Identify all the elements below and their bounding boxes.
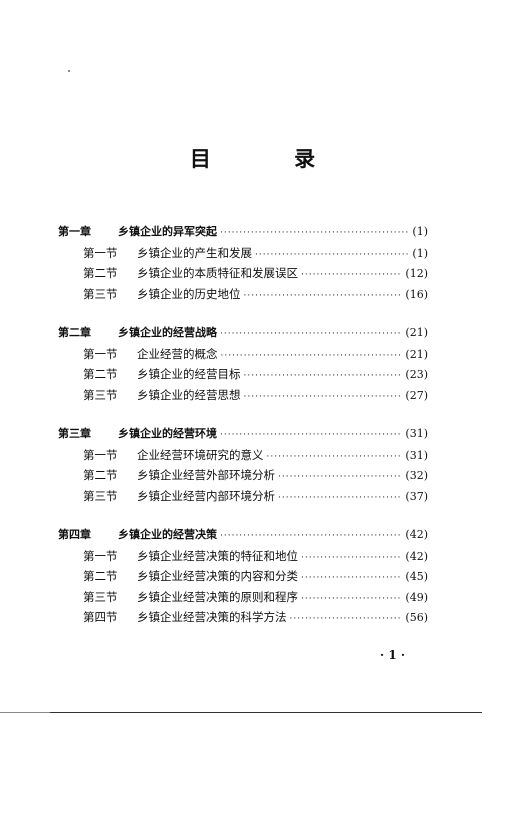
toc-section-row[interactable]: 第三节 乡镇企业经营内部环境分析 (37): [58, 486, 428, 507]
section-number: 第二节: [83, 266, 118, 280]
leader-dots: [220, 223, 409, 244]
chapter-title: 乡镇企业的经营环境: [118, 427, 217, 440]
page-number: (12): [405, 267, 428, 280]
leader-dots: [290, 609, 403, 630]
toc-section-row[interactable]: 第三节 乡镇企业经营决策的原则和程序 (49): [58, 587, 428, 608]
bottom-rule-faint: [0, 712, 50, 713]
leader-dots: [301, 589, 402, 610]
section-title: 乡镇企业经营内部环境分析: [137, 488, 275, 503]
chapter-title: 乡镇企业的异军突起: [118, 225, 217, 238]
toc-chapter: 第二章 乡镇企业的经营战略 (21) 第一节 企业经营的概念 (21) 第二节 …: [58, 323, 428, 405]
section-title: 乡镇企业的本质特征和发展误区: [137, 266, 298, 280]
page-number: (21): [405, 347, 428, 361]
section-title: 乡镇企业经营决策的科学方法: [137, 610, 287, 624]
section-number: 第一节: [83, 548, 118, 563]
page-folio: · 1 ·: [380, 648, 406, 662]
section-number: 第三节: [83, 286, 118, 301]
table-of-contents: 第一章 乡镇企业的异军突起 (1) 第一节 乡镇企业的产生和发展 (1) 第二节…: [58, 222, 428, 647]
leader-dots: [244, 387, 403, 408]
page-number: (27): [405, 388, 428, 402]
chapter-title: 乡镇企业的经营决策: [118, 528, 217, 541]
leader-dots: [255, 245, 409, 266]
toc-section-row[interactable]: 第二节 乡镇企业的本质特征和发展误区 (12): [58, 263, 428, 284]
section-title: 企业经营环境研究的意义: [137, 447, 264, 462]
page-title: 目 录: [189, 147, 354, 171]
toc-chapter: 第三章 乡镇企业的经营环境 (31) 第一节 企业经营环境研究的意义 (31) …: [58, 424, 428, 506]
page-number: (1): [412, 225, 428, 238]
section-number: 第一节: [83, 245, 118, 260]
leader-dots: [278, 467, 402, 488]
section-number: 第二节: [83, 367, 118, 381]
page-number: (49): [405, 590, 428, 604]
page-number: (31): [405, 448, 428, 462]
bottom-rule: [0, 712, 482, 713]
section-number: 第一节: [83, 346, 118, 361]
page-number: (56): [405, 611, 428, 624]
leader-dots: [301, 265, 402, 286]
page-number: (21): [405, 326, 428, 339]
page-number: (42): [405, 528, 428, 541]
toc-section-row[interactable]: 第三节 乡镇企业的经营思想 (27): [58, 385, 428, 406]
page-number: (31): [405, 427, 428, 440]
page-number: (37): [405, 489, 428, 503]
toc-chapter-row[interactable]: 第三章 乡镇企业的经营环境 (31): [58, 424, 428, 445]
chapter-number: 第二章: [58, 326, 91, 339]
toc-chapter: 第四章 乡镇企业的经营决策 (42) 第一节 乡镇企业经营决策的特征和地位 (4…: [58, 525, 428, 628]
section-title: 企业经营的概念: [137, 346, 218, 361]
chapter-title: 乡镇企业的经营战略: [118, 326, 217, 339]
leader-dots: [244, 286, 403, 307]
section-number: 第二节: [83, 569, 118, 583]
chapter-number: 第一章: [58, 225, 91, 238]
section-title: 乡镇企业经营外部环境分析: [137, 468, 275, 482]
chapter-number: 第四章: [58, 528, 91, 541]
toc-section-row[interactable]: 第一节 企业经营的概念 (21): [58, 344, 428, 365]
page-number: (45): [405, 570, 428, 583]
leader-dots: [301, 548, 402, 569]
section-title: 乡镇企业经营决策的内容和分类: [137, 569, 298, 583]
toc-chapter-row[interactable]: 第二章 乡镇企业的经营战略 (21): [58, 323, 428, 344]
page-number: (1): [412, 246, 428, 260]
page-number: (23): [405, 368, 428, 381]
chapter-number: 第三章: [58, 427, 91, 440]
section-title: 乡镇企业的产生和发展: [137, 245, 252, 260]
toc-section-row[interactable]: 第一节 乡镇企业的产生和发展 (1): [58, 243, 428, 264]
section-number: 第三节: [83, 387, 118, 402]
section-title: 乡镇企业的历史地位: [137, 286, 241, 301]
section-number: 第四节: [83, 610, 118, 624]
section-number: 第二节: [83, 468, 118, 482]
section-title: 乡镇企业的经营目标: [137, 367, 241, 381]
leader-dots: [220, 526, 402, 547]
toc-section-row[interactable]: 第一节 企业经营环境研究的意义 (31): [58, 445, 428, 466]
page-number: (32): [405, 469, 428, 482]
section-title: 乡镇企业的经营思想: [137, 387, 241, 402]
toc-chapter-row[interactable]: 第一章 乡镇企业的异军突起 (1): [58, 222, 428, 243]
page-number: (42): [405, 549, 428, 563]
leader-dots: [267, 447, 403, 468]
toc-chapter-row[interactable]: 第四章 乡镇企业的经营决策 (42): [58, 525, 428, 546]
leader-dots: [220, 324, 402, 345]
scan-speck: [68, 70, 70, 72]
leader-dots: [220, 425, 402, 446]
section-number: 第三节: [83, 589, 118, 604]
section-title: 乡镇企业经营决策的特征和地位: [137, 548, 298, 563]
leader-dots: [278, 488, 402, 509]
section-number: 第一节: [83, 447, 118, 462]
leader-dots: [221, 346, 403, 367]
toc-section-row[interactable]: 第二节 乡镇企业的经营目标 (23): [58, 364, 428, 385]
section-title: 乡镇企业经营决策的原则和程序: [137, 589, 298, 604]
leader-dots: [244, 366, 403, 387]
leader-dots: [301, 568, 402, 589]
toc-section-row[interactable]: 第三节 乡镇企业的历史地位 (16): [58, 284, 428, 305]
toc-section-row[interactable]: 第二节 乡镇企业经营外部环境分析 (32): [58, 465, 428, 486]
toc-chapter: 第一章 乡镇企业的异军突起 (1) 第一节 乡镇企业的产生和发展 (1) 第二节…: [58, 222, 428, 304]
section-number: 第三节: [83, 488, 118, 503]
page-number: (16): [405, 287, 428, 301]
toc-section-row[interactable]: 第二节 乡镇企业经营决策的内容和分类 (45): [58, 566, 428, 587]
toc-section-row[interactable]: 第一节 乡镇企业经营决策的特征和地位 (42): [58, 546, 428, 567]
toc-section-row[interactable]: 第四节 乡镇企业经营决策的科学方法 (56): [58, 607, 428, 628]
